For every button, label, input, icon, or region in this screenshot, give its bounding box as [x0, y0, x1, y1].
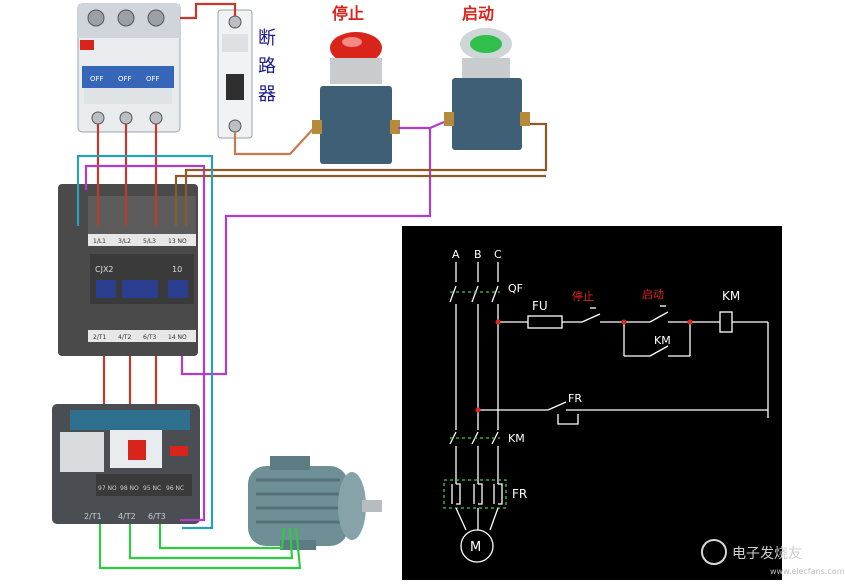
breaker-off-label: OFF	[146, 75, 160, 83]
relay-terminal: 95 NC	[143, 485, 161, 492]
motor-label: M	[470, 540, 481, 555]
relay-terminal: 97 NO	[98, 485, 117, 492]
phase-label: A	[452, 248, 460, 261]
qf-label: QF	[508, 282, 523, 295]
control-schematic: A B C QF FU 停止 启动 KM KM FR KM FR M	[402, 226, 782, 580]
ac-contactor: 1/L1 3/L2 5/L3 13 NO CJX2 10 2/T1 4/T2 6…	[58, 184, 198, 356]
relay-output: 4/T2	[118, 512, 136, 521]
stop-label: 停止	[572, 289, 594, 303]
breaker-off-label: OFF	[90, 75, 104, 83]
contactor-model: CJX2	[95, 265, 114, 274]
phase-label: B	[474, 248, 482, 261]
watermark-brand: 电子发烧友	[732, 546, 802, 562]
relay-output: 6/T3	[148, 512, 166, 521]
watermark-logo-icon	[701, 539, 727, 565]
relay-terminal: 98 NO	[120, 485, 139, 492]
contactor-rating: 10	[172, 265, 182, 274]
start-button	[444, 28, 530, 150]
contactor-terminal: 5/L3	[143, 238, 156, 245]
contactor-terminal: 1/L1	[93, 238, 106, 245]
relay-output: 2/T1	[84, 512, 102, 521]
stop-button-label: 停止	[332, 4, 364, 23]
wires	[76, 2, 548, 570]
contactor-terminal: 14 NO	[168, 334, 187, 341]
contactor-terminal: 2/T1	[93, 334, 107, 341]
thermal-overload-relay: 97 NO 98 NO 95 NC 96 NC 2/T1 4/T2 6/T3	[52, 404, 200, 524]
km-aux-label: KM	[654, 334, 671, 347]
phase-label: C	[494, 248, 502, 261]
breaker-label-char: 断	[258, 28, 276, 49]
breaker-off-label: OFF	[118, 75, 132, 83]
start-button-label: 启动	[462, 4, 494, 23]
stop-button	[312, 32, 400, 164]
single-pole-breaker	[217, 9, 253, 139]
contactor-terminal: 3/L2	[118, 238, 131, 245]
contactor-terminal: 13 NO	[168, 238, 187, 245]
contactor-terminal: 4/T2	[118, 334, 132, 341]
relay-terminal: 96 NC	[166, 485, 184, 492]
start-label: 启动	[642, 288, 664, 301]
km-main-label: KM	[508, 432, 525, 445]
breaker-label-char: 器	[258, 84, 276, 105]
watermark-url: www.elecfans.com	[770, 567, 845, 576]
km-coil-label: KM	[722, 289, 740, 303]
schematic-panel	[402, 226, 782, 580]
fu-label: FU	[532, 299, 548, 313]
fr-thermal-label: FR	[512, 487, 527, 501]
fr-contact-label: FR	[568, 392, 582, 405]
watermark: 电子发烧友 www.elecfans.com	[701, 539, 845, 576]
three-phase-motor	[248, 456, 382, 550]
breaker-label-char: 路	[258, 56, 276, 77]
contactor-terminal: 6/T3	[143, 334, 157, 341]
three-pole-breaker: OFF OFF OFF	[77, 3, 181, 133]
